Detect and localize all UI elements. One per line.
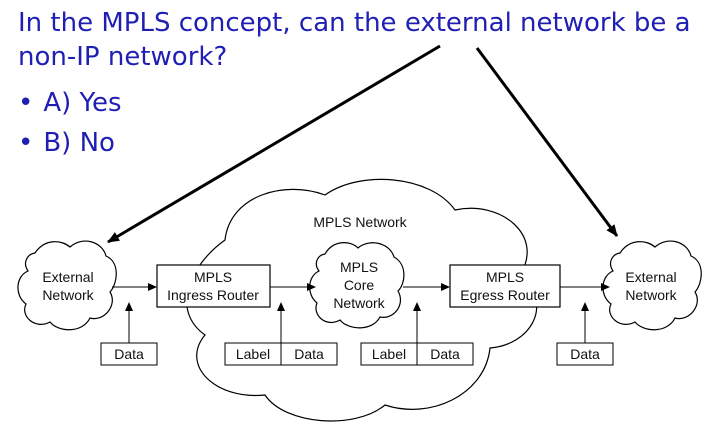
question-text: In the MPLS concept, can the external ne… bbox=[18, 8, 691, 72]
packet-data-2-text: Data bbox=[430, 346, 460, 362]
external-left-line-2: Network bbox=[42, 287, 94, 303]
core-line-2: Core bbox=[344, 277, 375, 293]
packet-data-right-label: Data bbox=[570, 346, 600, 362]
ingress-line-2: Ingress Router bbox=[167, 287, 259, 303]
option-b-label: B) No bbox=[43, 128, 115, 158]
ingress-router-box bbox=[156, 264, 271, 308]
core-line-3: Network bbox=[333, 295, 385, 311]
egress-router-box bbox=[449, 264, 561, 308]
callout-arrow-left bbox=[107, 44, 441, 244]
callout-arrow-right bbox=[475, 47, 619, 237]
option-b: • B) No bbox=[18, 126, 115, 160]
external-network-left-cloud bbox=[17, 240, 117, 331]
mpls-network-label: MPLS Network bbox=[313, 214, 407, 230]
external-network-right-cloud bbox=[602, 240, 702, 331]
core-network-cloud bbox=[309, 242, 405, 329]
egress-line-2: Egress Router bbox=[460, 287, 550, 303]
packet-label-1-text: Label bbox=[236, 346, 270, 362]
packet-label-2-text: Label bbox=[372, 346, 406, 362]
external-right-line-1: External bbox=[625, 269, 676, 285]
bullet-icon: • bbox=[18, 88, 34, 118]
packet-data-2 bbox=[416, 342, 474, 366]
external-left-line-1: External bbox=[42, 269, 93, 285]
packet-data-1-text: Data bbox=[294, 346, 324, 362]
packet-data-left-label: Data bbox=[114, 346, 144, 362]
packet-data-1 bbox=[280, 342, 338, 366]
core-line-1: MPLS bbox=[340, 259, 378, 275]
option-a: • A) Yes bbox=[18, 86, 122, 120]
external-right-line-2: Network bbox=[625, 287, 677, 303]
option-a-label: A) Yes bbox=[43, 88, 122, 118]
bullet-icon: • bbox=[18, 128, 34, 158]
ingress-line-1: MPLS bbox=[194, 269, 232, 285]
egress-line-1: MPLS bbox=[486, 269, 524, 285]
